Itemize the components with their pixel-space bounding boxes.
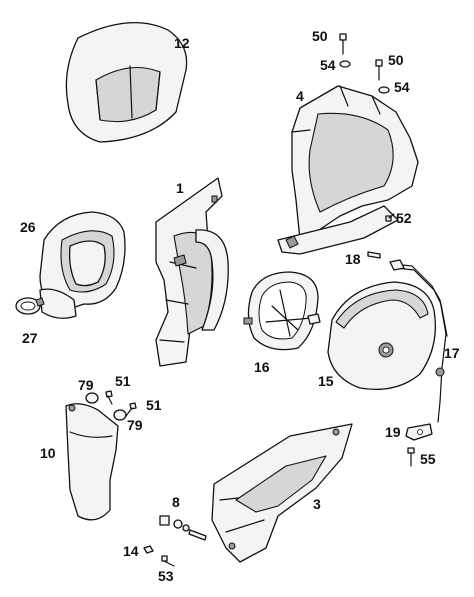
callout-52: 52 <box>396 210 412 226</box>
callout-4: 4 <box>296 88 304 104</box>
callout-54a: 54 <box>320 57 336 73</box>
part-1-airbox-body <box>155 177 229 367</box>
callout-51a: 51 <box>115 373 131 389</box>
part-3-side-cover <box>211 423 353 563</box>
rubber-79-upper <box>85 392 99 404</box>
washer-54-lower <box>378 86 390 94</box>
screw-53 <box>161 555 175 567</box>
part-8-fastener-kit <box>159 515 207 541</box>
callout-54b: 54 <box>394 79 410 95</box>
callout-10: 10 <box>40 445 56 461</box>
callout-27: 27 <box>22 330 38 346</box>
callout-19: 19 <box>385 424 401 440</box>
callout-53: 53 <box>158 568 174 584</box>
callout-26: 26 <box>20 219 36 235</box>
callout-79b: 79 <box>127 417 143 433</box>
screw-52 <box>385 213 395 222</box>
screw-50-lower <box>375 59 383 81</box>
part-17-holding-wire <box>389 259 448 423</box>
part-27-hose-clamp <box>15 297 45 315</box>
callout-1: 1 <box>176 180 184 196</box>
screw-55 <box>407 447 415 467</box>
callout-50a: 50 <box>312 28 328 44</box>
washer-54-upper <box>339 60 351 68</box>
callout-14: 14 <box>123 543 139 559</box>
callout-8: 8 <box>172 494 180 510</box>
part-4-airbox-shell <box>277 85 419 255</box>
part-16-filter-cage <box>243 271 321 351</box>
nut-14 <box>143 545 154 554</box>
rubber-79-lower <box>113 409 127 421</box>
part-10-side-cover <box>65 403 119 521</box>
part-18-pin <box>367 251 381 259</box>
callout-12: 12 <box>174 35 190 51</box>
callout-3: 3 <box>313 496 321 512</box>
callout-18: 18 <box>345 251 361 267</box>
screw-51-lower <box>125 402 137 417</box>
callout-17: 17 <box>444 345 460 361</box>
callout-51b: 51 <box>146 397 162 413</box>
part-19-bracket <box>405 423 433 441</box>
part-26-intake-boot <box>39 211 126 319</box>
callout-16: 16 <box>254 359 270 375</box>
screw-50-upper <box>339 33 347 55</box>
part-12-cover <box>65 21 188 143</box>
callout-79a: 79 <box>78 377 94 393</box>
screw-51-upper <box>105 390 113 405</box>
callout-50b: 50 <box>388 52 404 68</box>
callout-55: 55 <box>420 451 436 467</box>
part-15-air-filter <box>327 281 437 391</box>
callout-15: 15 <box>318 373 334 389</box>
